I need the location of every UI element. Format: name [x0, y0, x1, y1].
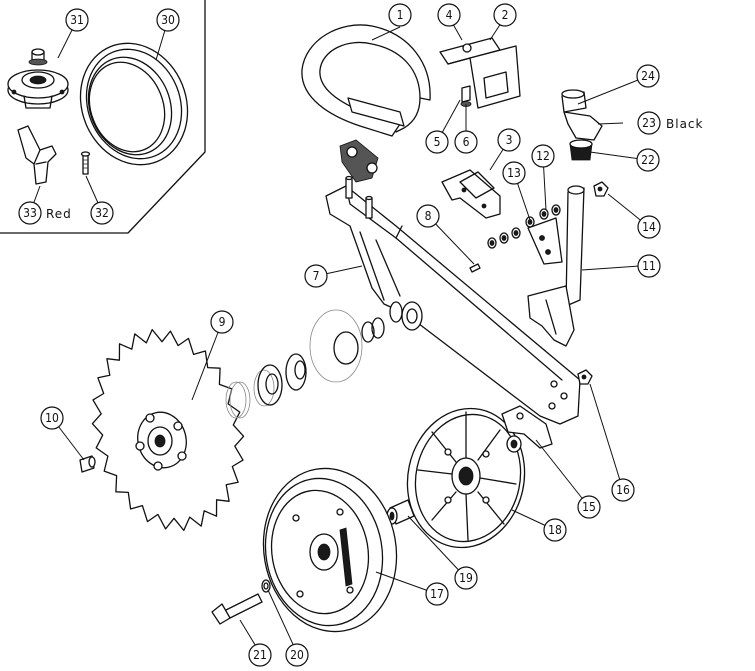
part-1-spring-strap: [301, 24, 431, 183]
svg-text:14: 14: [642, 220, 656, 234]
svg-text:32: 32: [95, 206, 109, 220]
callout-2: 2: [493, 3, 517, 27]
callout-12: 12: [531, 144, 555, 168]
note-red: Red: [46, 207, 72, 221]
part-8-pin: [469, 263, 481, 273]
svg-text:8: 8: [425, 209, 432, 223]
ghost-bearings: [225, 309, 385, 419]
callout-33: 33: [18, 201, 42, 225]
callout-5: 5: [425, 130, 449, 154]
callout-14: 14: [637, 215, 661, 239]
svg-text:22: 22: [641, 153, 655, 167]
callout-15: 15: [577, 495, 601, 519]
washers-12-13: [487, 204, 563, 265]
callout-21: 21: [248, 643, 272, 667]
callout-4: 4: [437, 3, 461, 27]
callout-32: 32: [90, 201, 114, 225]
svg-text:33: 33: [23, 206, 37, 220]
svg-text:3: 3: [506, 133, 513, 147]
part-31-hub-bearing: [7, 48, 69, 109]
svg-text:31: 31: [70, 13, 84, 27]
svg-text:10: 10: [45, 411, 59, 425]
callout-30: 30: [156, 8, 180, 32]
part-16-nut: [577, 369, 593, 385]
svg-text:7: 7: [313, 269, 320, 283]
callout-8: 8: [416, 204, 440, 228]
svg-text:30: 30: [161, 13, 175, 27]
part-11-seed-tube: [527, 185, 585, 347]
part-7-frame-arm: [325, 175, 581, 425]
parts-22-24-valve: [561, 89, 603, 161]
callout-18: 18: [543, 518, 567, 542]
svg-text:18: 18: [548, 523, 562, 537]
note-black: Black: [666, 117, 703, 131]
callout-13: 13: [502, 161, 526, 185]
part-32-screw: [80, 151, 91, 175]
part-21-bolt: [211, 593, 263, 625]
part-33-funnel: [17, 125, 57, 185]
part-5-6-bolts: [460, 85, 472, 107]
callout-balloons: 1 2 3 4 5 6 7 8 9 10 11 12 13 14 15 16 1…: [18, 3, 661, 667]
svg-text:4: 4: [446, 8, 453, 22]
part-2-bracket: [439, 37, 521, 109]
part-18-rim: [406, 407, 526, 549]
callout-11: 11: [637, 254, 661, 278]
svg-text:11: 11: [642, 259, 656, 273]
svg-text:15: 15: [582, 500, 596, 514]
inset-box: [0, 0, 206, 234]
svg-text:2: 2: [502, 8, 509, 22]
svg-text:12: 12: [536, 149, 550, 163]
svg-text:5: 5: [434, 135, 441, 149]
leader-lines: [29, 16, 650, 654]
callout-31: 31: [65, 8, 89, 32]
callout-3: 3: [497, 128, 521, 152]
callout-1: 1: [388, 3, 412, 27]
callout-17: 17: [425, 582, 449, 606]
svg-text:20: 20: [290, 648, 304, 662]
svg-text:1: 1: [397, 8, 404, 22]
callout-16: 16: [611, 478, 635, 502]
svg-text:13: 13: [507, 166, 521, 180]
callout-23: 23: [637, 111, 661, 135]
svg-text:6: 6: [463, 135, 470, 149]
part-9-serrated-disc: [91, 328, 245, 532]
part-20-washer: [261, 579, 271, 593]
part-19-bushing: [386, 499, 415, 525]
part-30-tire: [79, 42, 189, 166]
svg-text:16: 16: [616, 483, 630, 497]
svg-text:21: 21: [253, 648, 267, 662]
part-14-nut: [593, 181, 609, 197]
svg-text:24: 24: [641, 69, 655, 83]
svg-text:9: 9: [219, 315, 226, 329]
svg-text:23: 23: [642, 116, 656, 130]
callout-9: 9: [210, 310, 234, 334]
callout-19: 19: [454, 566, 478, 590]
callout-6: 6: [454, 130, 478, 154]
callout-24: 24: [636, 64, 660, 88]
part-15-scraper: [501, 405, 553, 453]
callout-7: 7: [304, 264, 328, 288]
part-17-gauge-wheel: [262, 467, 398, 633]
svg-text:17: 17: [430, 587, 444, 601]
callout-20: 20: [285, 643, 309, 667]
part-3-shim: [441, 169, 501, 219]
callout-10: 10: [40, 406, 64, 430]
svg-text:19: 19: [459, 571, 473, 585]
callout-22: 22: [636, 148, 660, 172]
